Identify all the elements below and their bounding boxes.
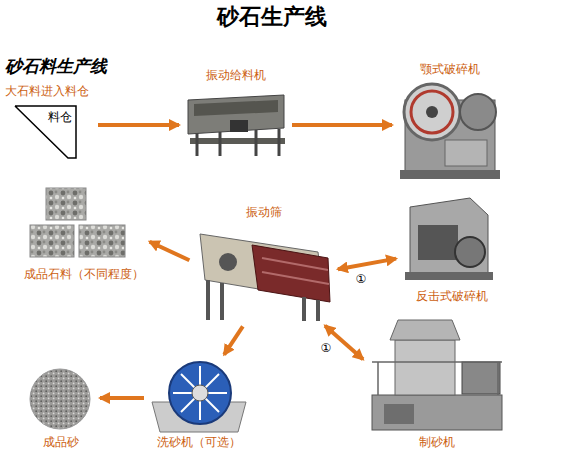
washer-spoke (181, 374, 219, 412)
stone-sample (30, 225, 74, 257)
stone-sample (79, 225, 125, 257)
washer-spoke (181, 374, 219, 412)
node-label: 成品石料（不同程度） (22, 267, 146, 282)
machine-node: 制砂机 (366, 316, 507, 450)
stone-sample (46, 188, 86, 220)
washer-wheel (169, 362, 231, 424)
callout-number: ① (355, 273, 368, 286)
feeder-trough (194, 100, 278, 116)
sandmaker-rail (372, 361, 502, 363)
node-label: 反击式破碎机 (400, 289, 504, 304)
node-label: 洗砂机（可选） (148, 435, 250, 450)
screen-leg (206, 280, 210, 320)
node-label: 料仓 (48, 110, 72, 125)
impact-body (410, 198, 488, 274)
diagram-title: 砂石生产线 (217, 4, 327, 30)
jaw-base (400, 170, 500, 179)
screen-leg (302, 297, 306, 321)
sandmaker-panel (384, 404, 414, 424)
sand-sample (30, 369, 90, 429)
node-label: 制砂机 (366, 435, 507, 450)
feeder-leg (278, 129, 281, 156)
sandmaker-rail (497, 362, 499, 395)
feeder-motor (230, 120, 248, 132)
washer-hub (192, 385, 208, 401)
feeder-leg (196, 133, 199, 156)
machine-node: 振动筛 (193, 205, 334, 323)
screen-deck (262, 272, 329, 284)
hopper-node: 大石料进入料仓料仓 (4, 84, 94, 162)
jaw-panel (445, 140, 487, 166)
impact-wheel (455, 237, 485, 267)
sandmaker-top (390, 320, 460, 340)
node-label: 振动筛 (193, 205, 334, 220)
screen-motor (219, 253, 237, 271)
flow-arrow (224, 326, 243, 354)
screen-leg (316, 300, 320, 321)
product-node: 成品砂 (26, 366, 96, 450)
jaw-flywheel-rim (411, 91, 453, 133)
node-label: 振动给料机 (183, 68, 288, 83)
screen-deck (262, 258, 328, 270)
node-label: 颚式破碎机 (396, 62, 504, 77)
machine-node: 反击式破碎机 (400, 190, 504, 304)
sandmaker-base (372, 395, 502, 430)
machine-node: 振动给料机 (183, 68, 288, 160)
impact-panel (418, 225, 458, 260)
screen-mesh (252, 245, 330, 302)
jaw-hub (426, 106, 438, 118)
machine-node: 洗砂机（可选） (148, 358, 250, 450)
jaw-flywheel (404, 84, 460, 140)
screen-leg (220, 283, 224, 320)
sandmaker-rail (377, 362, 379, 395)
feeder-base (190, 138, 285, 144)
callout-number: ① (320, 342, 333, 355)
flow-arrow (98, 123, 179, 127)
sandmaker-body (395, 340, 455, 395)
impact-base (405, 272, 493, 280)
node-label: 成品砂 (26, 435, 96, 450)
jaw-wheel (460, 94, 496, 130)
subtitle: 砂石料生产线 (5, 56, 107, 76)
feeder-leg (219, 132, 222, 156)
node-label: 大石料进入料仓 (5, 84, 89, 99)
machine-node: 颚式破碎机 (396, 62, 504, 182)
flow-arrow (338, 259, 396, 270)
flow-arrow (150, 242, 190, 261)
sandmaker-motor (462, 362, 500, 394)
feeder-body (188, 95, 284, 134)
flow-arrow (100, 396, 144, 400)
product-node: 成品石料（不同程度） (22, 186, 146, 282)
feeder-leg (255, 130, 258, 156)
flow-arrow (292, 123, 392, 127)
hopper-outline (15, 106, 76, 158)
